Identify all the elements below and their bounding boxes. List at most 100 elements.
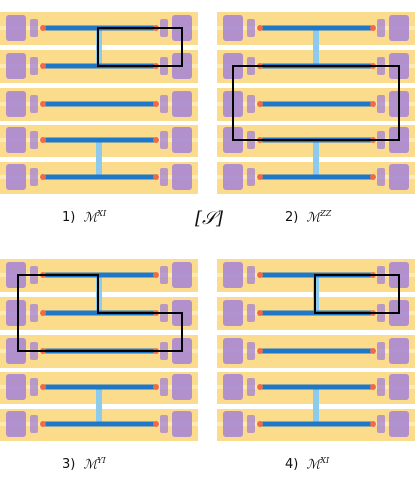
panel-4-number: 4): [285, 457, 299, 473]
nanowire: [44, 421, 156, 427]
band-separator: [0, 369, 198, 372]
panel-2-symbol: ℳ: [306, 210, 321, 226]
nanowire: [44, 272, 156, 278]
band-separator: [0, 85, 198, 88]
coupler-bottom: [313, 140, 319, 177]
nanowire: [44, 101, 156, 107]
right-gate-finger: [377, 168, 385, 186]
left-gate-finger: [247, 266, 255, 284]
left-gate-finger: [30, 378, 38, 396]
panel-4-superscript: XI: [320, 456, 330, 465]
nanowire: [44, 384, 156, 390]
right-gate-pad: [172, 262, 192, 288]
left-gate-pad: [223, 338, 243, 364]
measurement-outline: [232, 65, 400, 141]
nanowire: [261, 421, 373, 427]
wire-contact-right: [370, 421, 376, 427]
right-gate-finger: [160, 95, 168, 113]
band-separator: [0, 443, 198, 446]
left-gate-finger: [247, 95, 255, 113]
nanowire: [44, 137, 156, 143]
device-panel-3: [0, 247, 198, 450]
right-gate-pad: [389, 374, 409, 400]
left-gate-finger: [247, 378, 255, 396]
right-gate-pad: [172, 127, 192, 153]
nanowire: [261, 101, 373, 107]
nanowire: [261, 25, 373, 31]
band-separator: [217, 256, 415, 259]
left-gate-pad: [223, 164, 243, 190]
left-gate-finger: [30, 19, 38, 37]
right-gate-pad: [172, 164, 192, 190]
left-gate-pad: [223, 374, 243, 400]
left-gate-pad: [6, 411, 26, 437]
wire-contact-left: [257, 174, 263, 180]
band-separator: [217, 369, 415, 372]
left-gate-pad: [6, 15, 26, 41]
left-gate-pad: [223, 262, 243, 288]
wire-contact-left: [40, 25, 46, 31]
wire-contact-left: [257, 348, 263, 354]
wire-contact-left: [40, 63, 46, 69]
wire-contact-left: [40, 137, 46, 143]
right-gate-pad: [389, 411, 409, 437]
right-gate-finger: [160, 378, 168, 396]
panel-3-superscript: YI: [97, 456, 106, 465]
wire-contact-left: [257, 101, 263, 107]
wire-contact-right: [370, 101, 376, 107]
left-gate-pad: [6, 338, 26, 364]
right-gate-finger: [160, 415, 168, 433]
device-panel-2: [217, 0, 415, 203]
wire-contact-left: [40, 384, 46, 390]
left-gate-finger: [247, 19, 255, 37]
right-gate-pad: [172, 411, 192, 437]
band-separator: [217, 196, 415, 199]
band-separator: [0, 196, 198, 199]
right-gate-pad: [389, 338, 409, 364]
wire-contact-right: [370, 25, 376, 31]
band-separator: [217, 85, 415, 88]
right-gate-finger: [160, 266, 168, 284]
coupler-bottom: [96, 387, 102, 424]
panel-1-superscript: XI: [97, 209, 107, 218]
right-gate-pad: [389, 164, 409, 190]
wire-contact-left: [40, 310, 46, 316]
wire-contact-right: [153, 384, 159, 390]
left-gate-pad: [6, 300, 26, 326]
panel-1-number: 1): [62, 210, 76, 226]
left-gate-finger: [30, 57, 38, 75]
panel-3-number: 3): [62, 457, 76, 473]
coupler-bottom: [313, 387, 319, 424]
right-gate-finger: [377, 19, 385, 37]
measurement-outline: [17, 274, 183, 352]
wire-contact-left: [257, 421, 263, 427]
panel-4-caption: 4)ℳXI: [285, 456, 329, 472]
left-gate-finger: [30, 95, 38, 113]
wire-contact-right: [153, 137, 159, 143]
device-panel-4: [217, 247, 415, 450]
right-gate-pad: [172, 374, 192, 400]
band-separator: [0, 9, 198, 12]
nanowire: [44, 174, 156, 180]
panel-2-superscript: ZZ: [320, 209, 332, 218]
band-separator: [217, 332, 415, 335]
wire-contact-right: [370, 348, 376, 354]
coupler-bottom: [96, 140, 102, 177]
band-separator: [217, 443, 415, 446]
wire-contact-left: [257, 272, 263, 278]
right-gate-finger: [160, 168, 168, 186]
wire-contact-left: [40, 174, 46, 180]
measurement-outline: [314, 274, 400, 314]
panel-1-caption: 1)ℳXI: [62, 209, 106, 225]
left-gate-finger: [247, 304, 255, 322]
wire-contact-left: [257, 310, 263, 316]
left-gate-pad: [6, 53, 26, 79]
left-gate-finger: [30, 131, 38, 149]
right-gate-finger: [160, 131, 168, 149]
left-gate-pad: [6, 262, 26, 288]
left-gate-pad: [223, 300, 243, 326]
band-separator: [0, 332, 198, 335]
left-gate-pad: [6, 374, 26, 400]
band-separator: [0, 256, 198, 259]
band-separator: [0, 122, 198, 125]
